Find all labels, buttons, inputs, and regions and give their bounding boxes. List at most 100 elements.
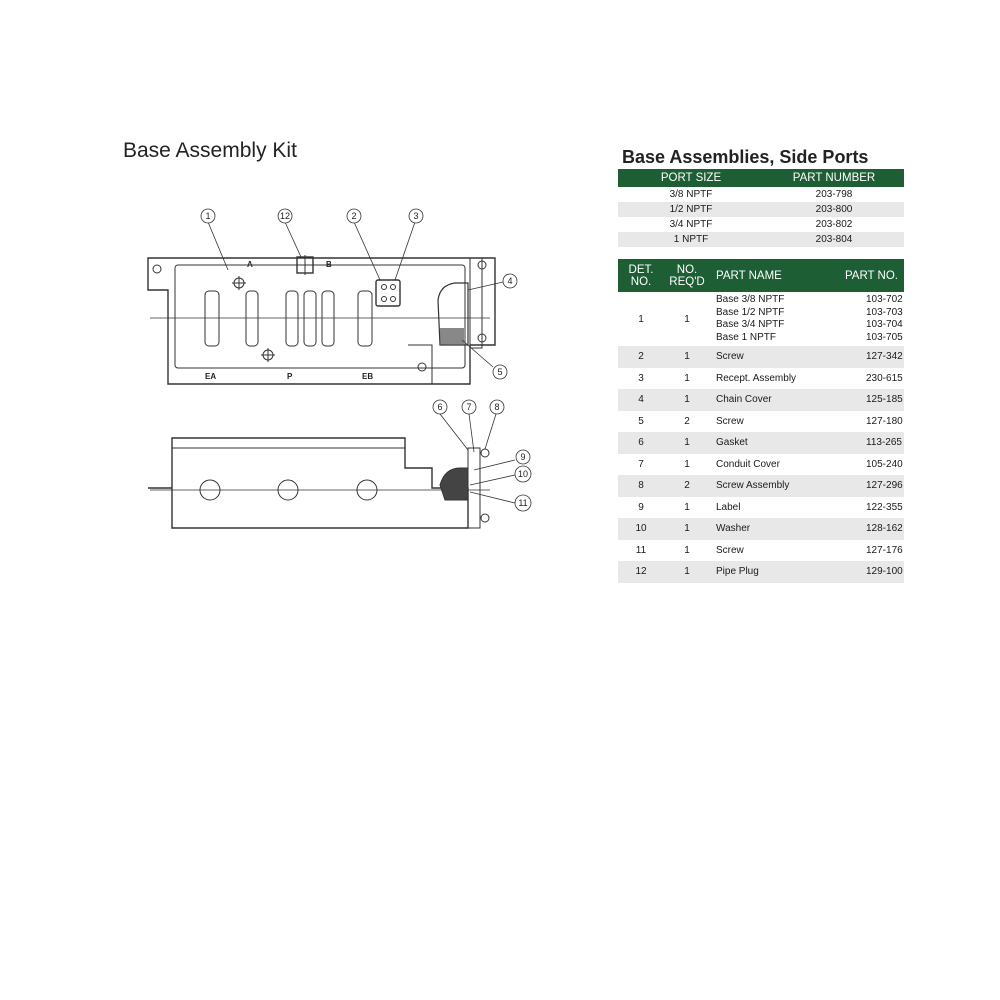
det-cell: 6: [618, 432, 664, 454]
det-cell: 3: [638, 372, 644, 384]
req-cell: 1: [684, 458, 690, 470]
kit-title: Base Assembly Kit: [123, 139, 297, 162]
port-size-cell: 1 NPTF: [618, 232, 764, 247]
req-header-line2: REQ'D: [669, 275, 705, 288]
parts-table: DET. NO. NO. REQ'D PART NAME PART NO. 1 …: [618, 259, 904, 583]
part-no-cell: 127-342: [834, 346, 904, 368]
ports-table-header: PORT SIZE PART NUMBER: [618, 169, 904, 187]
part-number-header: PART NUMBER: [764, 169, 904, 187]
part-no-cell: 230-615: [866, 372, 903, 384]
part-no-line: 103-702: [866, 294, 903, 305]
callout-1: 1: [205, 211, 210, 221]
part-name-cell: Base 3/8 NPTF Base 1/2 NPTF Base 3/4 NPT…: [710, 292, 834, 346]
part-name-cell: Gasket: [710, 432, 834, 454]
part-no-line: 103-704: [866, 319, 903, 330]
port-size-cell: 1/2 NPTF: [618, 202, 764, 217]
ports-table: PORT SIZE PART NUMBER 3/8 NPTF 203-798 1…: [618, 169, 904, 247]
part-no-line: 103-705: [866, 331, 903, 343]
part-name-line: Base 3/4 NPTF: [716, 319, 785, 330]
parts-table-header: DET. NO. NO. REQ'D PART NAME PART NO.: [618, 259, 904, 292]
req-cell: 1: [684, 372, 690, 384]
part-number-cell: 203-800: [764, 202, 904, 217]
table-row: 9 1 Label 122-355: [618, 497, 904, 519]
req-cell: 1: [684, 544, 690, 556]
callout-2: 2: [351, 211, 356, 221]
det-cell: 10: [618, 518, 664, 540]
req-header-line1: NO.: [676, 263, 698, 276]
port-label-ea: EA: [205, 372, 216, 381]
table-row: 3/4 NPTF 203-802: [618, 217, 904, 232]
req-cell: 1: [684, 501, 690, 513]
req-cell: 1: [684, 313, 690, 325]
part-no-cell: 125-185: [834, 389, 904, 411]
part-no-cell: 103-702 103-703 103-704 103-705: [834, 292, 904, 346]
req-cell: 2: [664, 475, 710, 497]
top-view: A B EA P EB: [147, 255, 496, 385]
det-cell: 1: [638, 313, 644, 325]
det-cell: 7: [638, 458, 644, 470]
det-no-header-line1: DET.: [628, 263, 654, 276]
callout-12: 12: [280, 211, 290, 221]
part-name-cell: Screw: [710, 346, 834, 368]
req-cell: 1: [664, 518, 710, 540]
callout-3: 3: [413, 211, 418, 221]
part-name-cell: Label: [716, 501, 741, 513]
side-view: [148, 437, 490, 529]
part-name-line: Base 1/2 NPTF: [716, 306, 785, 318]
port-size-header: PORT SIZE: [618, 169, 764, 187]
part-no-cell: 113-265: [834, 432, 904, 454]
part-name-cell: Screw: [716, 544, 744, 556]
part-name-header: PART NAME: [710, 259, 834, 292]
port-label-eb: EB: [362, 372, 373, 381]
part-no-header: PART NO.: [834, 259, 904, 292]
part-name-line: Base 3/8 NPTF: [716, 294, 785, 305]
req-cell: 1: [664, 561, 710, 583]
callout-9: 9: [520, 452, 525, 462]
det-cell: 5: [638, 415, 644, 427]
part-number-cell: 203-804: [764, 232, 904, 247]
part-name-cell: Screw Assembly: [710, 475, 834, 497]
part-name-cell: Chain Cover: [710, 389, 834, 411]
det-cell: 2: [618, 346, 664, 368]
port-size-cell: 3/8 NPTF: [669, 189, 713, 200]
part-name-cell: Washer: [710, 518, 834, 540]
table-row: 1 NPTF 203-804: [618, 232, 904, 247]
req-cell: 1: [664, 389, 710, 411]
part-no-line: 103-703: [866, 306, 903, 318]
table-row: 1 1 Base 3/8 NPTF Base 1/2 NPTF Base 3/4…: [618, 292, 904, 346]
det-cell: 11: [635, 544, 647, 556]
part-name-line: Base 1 NPTF: [716, 331, 777, 343]
table-row: 1/2 NPTF 203-800: [618, 202, 904, 217]
det-no-header: DET. NO.: [618, 259, 664, 292]
part-no-cell: 128-162: [834, 518, 904, 540]
part-number-cell: 203-802: [815, 219, 853, 230]
part-no-cell: 129-100: [834, 561, 904, 583]
part-no-cell: 127-180: [866, 415, 903, 427]
part-number-cell: 203-798: [815, 189, 853, 200]
callout-4: 4: [507, 276, 512, 286]
part-name-cell: Pipe Plug: [710, 561, 834, 583]
port-label-b: B: [326, 260, 332, 269]
part-no-cell: 122-355: [866, 501, 903, 513]
part-no-cell: 127-176: [866, 544, 903, 556]
callout-7: 7: [466, 402, 471, 412]
callout-10: 10: [518, 469, 528, 479]
part-name-cell: Screw: [716, 415, 744, 427]
req-header: NO. REQ'D: [664, 259, 710, 292]
det-cell: 8: [618, 475, 664, 497]
table-row: 3/8 NPTF 203-798: [618, 187, 904, 202]
callouts: 1 12 2 3 4 5 6 7 8 9 10 11: [200, 208, 532, 512]
port-label-p: P: [287, 372, 293, 381]
det-cell: 9: [638, 501, 644, 513]
